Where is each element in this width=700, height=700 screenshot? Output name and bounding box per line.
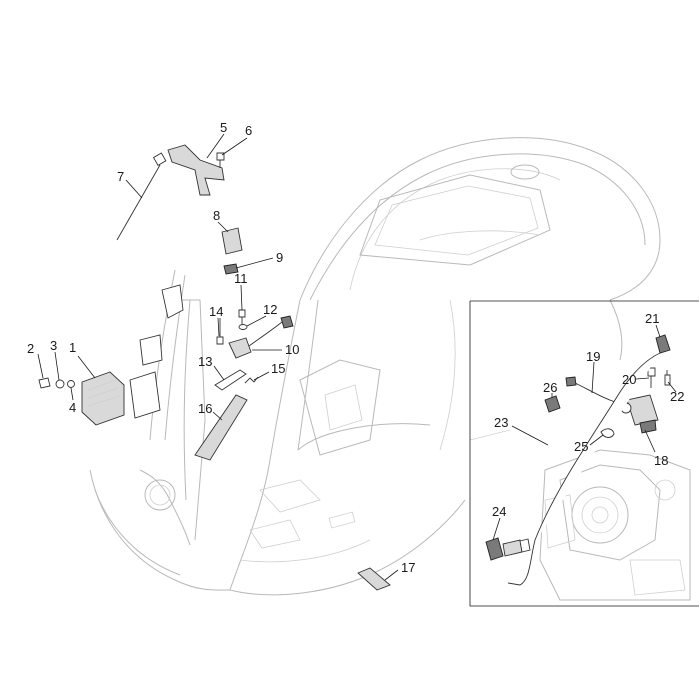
callout-8: 8 xyxy=(213,208,220,223)
callout-20: 20 xyxy=(622,372,636,387)
lead-clip xyxy=(600,428,615,438)
callout-11: 11 xyxy=(234,271,248,286)
voltage-regulator xyxy=(81,371,125,426)
callout-17: 17 xyxy=(401,560,415,575)
callout-7: 7 xyxy=(117,169,124,184)
callout-23: 23 xyxy=(494,415,508,430)
frame-bracket-lower xyxy=(129,371,161,419)
callout-22: 22 xyxy=(670,389,684,404)
callout-25: 25 xyxy=(574,439,588,454)
callout-3: 3 xyxy=(50,338,57,353)
leader-lines xyxy=(37,133,677,581)
mounting-bracket xyxy=(167,144,225,196)
callout-21: 21 xyxy=(645,311,659,326)
callout-26: 26 xyxy=(543,380,557,395)
harness-connector xyxy=(565,376,577,387)
ignition-coil xyxy=(626,394,659,426)
lead-clamp xyxy=(544,395,561,413)
callout-12: 12 xyxy=(263,302,277,317)
callout-24: 24 xyxy=(492,504,506,519)
callout-labels: 1 2 3 4 5 6 7 8 9 10 11 12 13 14 15 16 1… xyxy=(27,120,684,575)
callout-18: 18 xyxy=(654,453,668,468)
callout-1: 1 xyxy=(69,340,76,355)
relay xyxy=(221,227,243,255)
cable-tie xyxy=(116,164,161,241)
sensor-connector xyxy=(280,315,294,329)
regulator-spacer xyxy=(67,380,75,388)
callout-15: 15 xyxy=(271,361,285,376)
spark-plug-cap xyxy=(655,334,671,354)
inset-frame xyxy=(469,301,699,607)
spring-clip xyxy=(244,376,259,384)
frame-bracket-upper xyxy=(161,284,184,319)
callout-13: 13 xyxy=(198,354,212,369)
callout-19: 19 xyxy=(586,349,600,364)
ht-lead xyxy=(507,352,661,586)
sensor xyxy=(228,337,252,359)
engine-outline xyxy=(539,449,691,601)
floor-clip xyxy=(357,567,391,591)
callout-9: 9 xyxy=(276,250,283,265)
floor-cover xyxy=(194,394,248,461)
spark-plug xyxy=(485,537,504,561)
callout-16: 16 xyxy=(198,401,212,416)
bracket-bolt xyxy=(238,309,246,318)
callout-14: 14 xyxy=(209,304,223,319)
callout-5: 5 xyxy=(220,120,227,135)
callout-10: 10 xyxy=(285,342,299,357)
callout-2: 2 xyxy=(27,341,34,356)
sensor-washer xyxy=(238,324,248,330)
frame-bracket-middle xyxy=(139,334,163,366)
sensor-bracket xyxy=(214,369,247,391)
callout-6: 6 xyxy=(245,123,252,138)
sensor-lead xyxy=(248,321,283,347)
coil-bolt xyxy=(647,367,656,377)
relay-holder xyxy=(223,263,239,275)
regulator-screw xyxy=(38,377,51,389)
regulator-washer xyxy=(55,379,65,389)
cable-tie-head xyxy=(152,152,167,166)
callout-4: 4 xyxy=(69,400,76,415)
sensor-screw xyxy=(216,336,224,345)
scooter-body-outline xyxy=(89,137,661,596)
